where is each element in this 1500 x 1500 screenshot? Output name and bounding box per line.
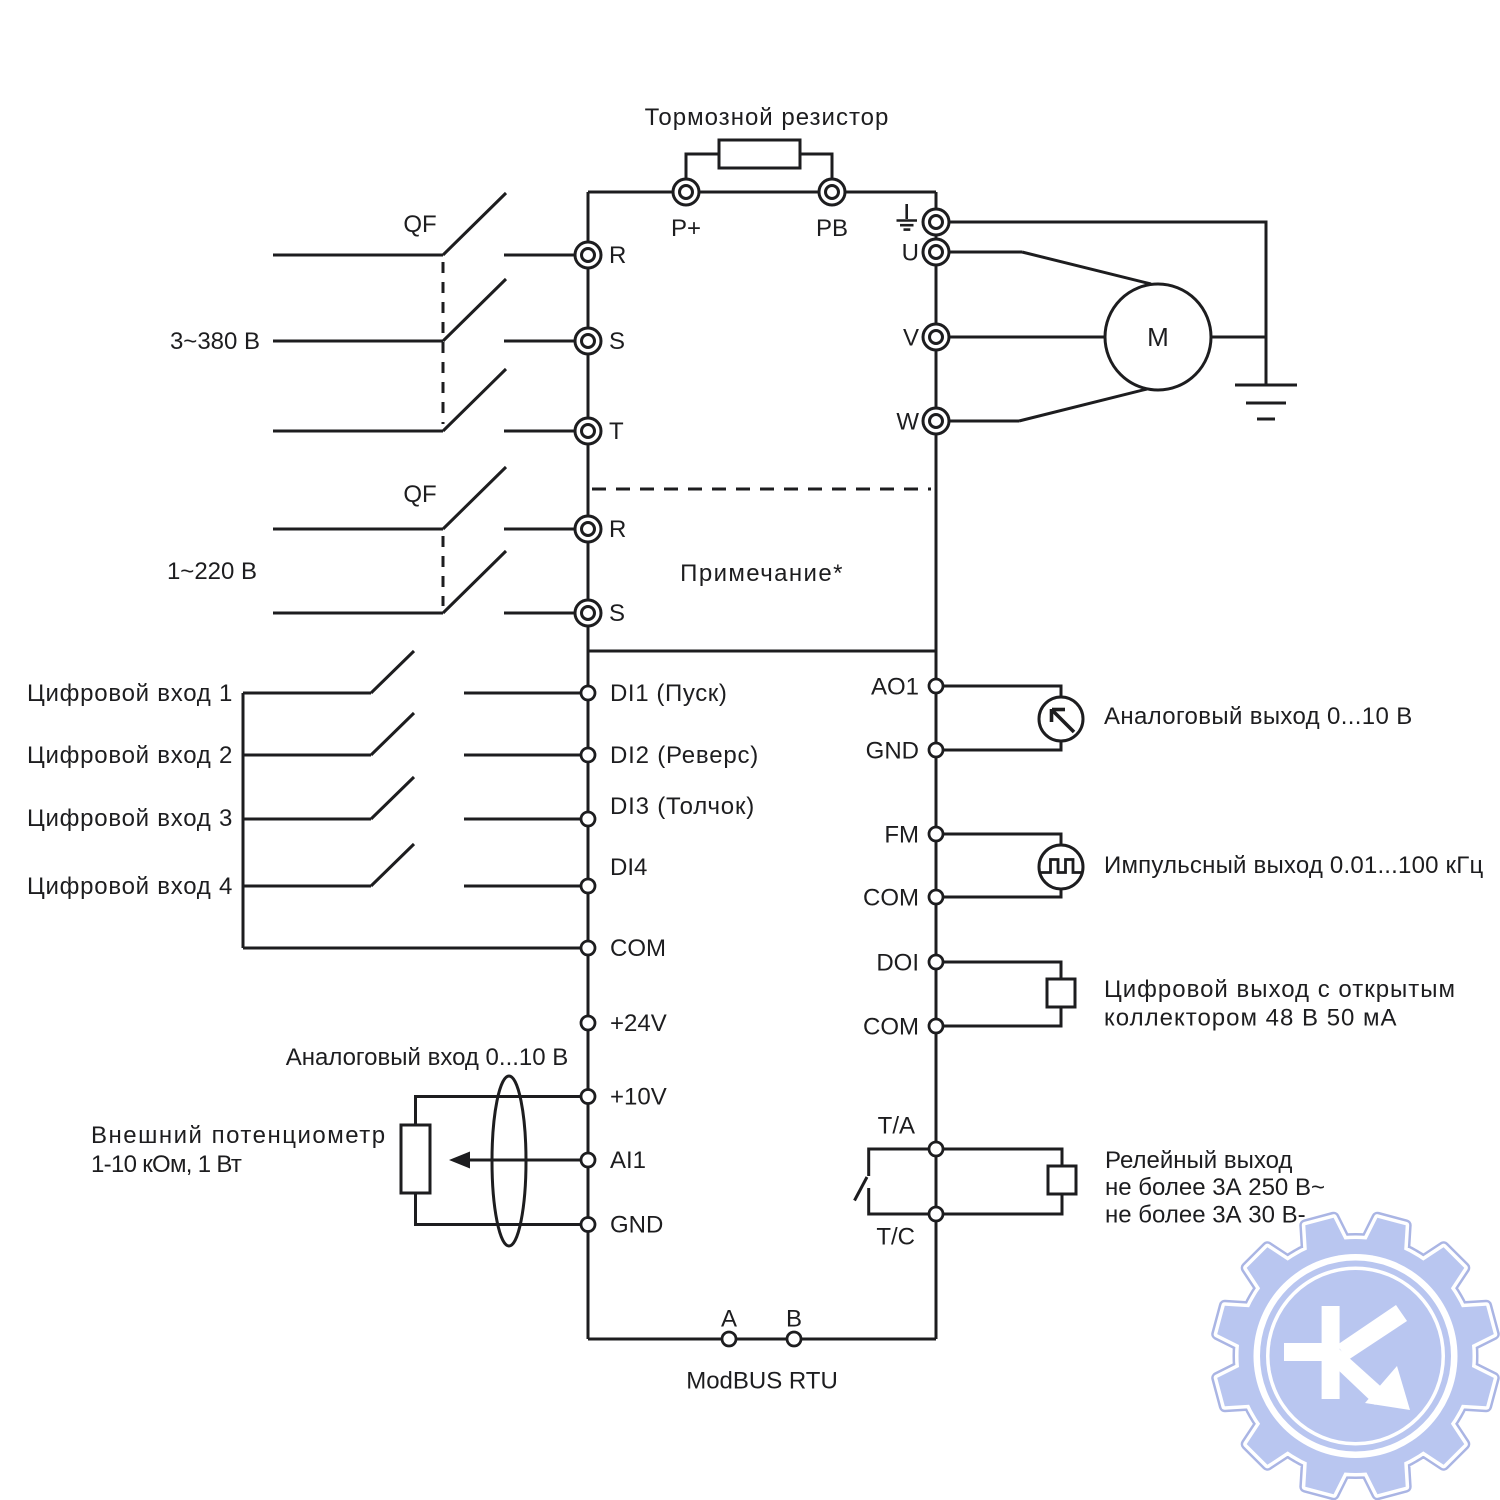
svg-text:COM: COM [863,885,919,912]
svg-text:1~220 В: 1~220 В [167,558,257,585]
svg-text:DI1 (Пуск): DI1 (Пуск) [610,680,727,707]
svg-text:B: B [786,1306,802,1333]
svg-text:Примечание*: Примечание* [680,560,844,587]
svg-text:Цифровой выход с открытым: Цифровой выход с открытым [1104,976,1456,1003]
svg-text:ModBUS RTU: ModBUS RTU [686,1368,838,1395]
svg-text:W: W [896,409,919,436]
svg-text:3~380 В: 3~380 В [170,328,260,355]
svg-text:Цифровой вход 2: Цифровой вход 2 [27,742,233,769]
svg-text:R: R [609,242,626,269]
svg-text:T/A: T/A [878,1113,915,1140]
svg-text:коллектором 48 В 50 мА: коллектором 48 В 50 мА [1104,1005,1398,1032]
svg-text:не более 3А 30 В-: не более 3А 30 В- [1105,1202,1306,1229]
svg-text:Аналоговый вход 0...10 В: Аналоговый вход 0...10 В [286,1044,569,1071]
svg-text:QF: QF [403,481,436,508]
svg-text:A: A [721,1306,737,1333]
svg-text:Внешний потенциометр: Внешний потенциометр [91,1122,387,1149]
svg-text:DOI: DOI [876,950,919,977]
svg-text:+24V: +24V [610,1010,667,1037]
svg-text:COM: COM [863,1014,919,1041]
svg-text:Аналоговый выход 0...10 В: Аналоговый выход 0...10 В [1104,703,1413,730]
svg-text:FM: FM [884,822,919,849]
svg-text:не более 3А 250 В~: не более 3А 250 В~ [1105,1174,1325,1201]
svg-text:P+: P+ [671,215,701,242]
svg-text:S: S [609,328,625,355]
svg-text:GND: GND [866,738,919,765]
svg-text:T: T [609,418,624,445]
svg-text:Релейный выход: Релейный выход [1105,1147,1292,1174]
svg-text:Импульсный выход 0.01...100 кГ: Импульсный выход 0.01...100 кГц [1104,852,1483,879]
svg-text:DI2 (Реверс): DI2 (Реверс) [610,742,759,769]
svg-text:V: V [903,325,919,352]
svg-text:GND: GND [610,1212,663,1239]
svg-text:QF: QF [403,211,436,238]
svg-text:AO1: AO1 [871,674,919,701]
svg-text:1-10 кОм, 1 Вт: 1-10 кОм, 1 Вт [91,1151,242,1178]
svg-text:Цифровой вход 4: Цифровой вход 4 [27,873,233,900]
svg-text:Цифровой вход 1: Цифровой вход 1 [27,680,233,707]
svg-text:+10V: +10V [610,1084,667,1111]
svg-text:PB: PB [816,215,848,242]
svg-text:COM: COM [610,935,666,962]
svg-text:Тормозной резистор: Тормозной резистор [645,104,890,131]
svg-text:Цифровой вход 3: Цифровой вход 3 [27,805,233,832]
svg-text:S: S [609,600,625,627]
svg-text:U: U [902,240,919,267]
svg-text:R: R [609,516,626,543]
svg-text:AI1: AI1 [610,1147,646,1174]
svg-text:DI4: DI4 [610,854,647,881]
svg-text:T/C: T/C [876,1224,915,1251]
svg-text:M: M [1147,322,1169,352]
svg-text:DI3 (Толчок): DI3 (Толчок) [610,793,755,820]
